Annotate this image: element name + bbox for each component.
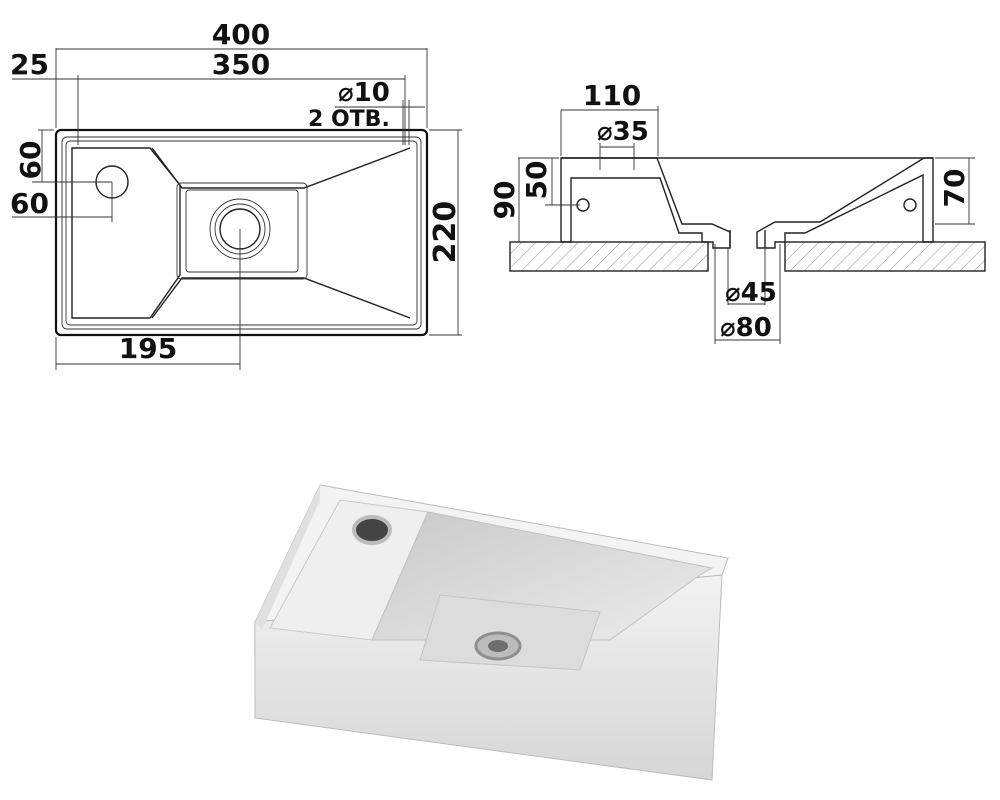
dim-70: 70	[938, 169, 971, 208]
dim-50: 50	[520, 161, 553, 200]
dim-350: 350	[212, 48, 270, 81]
top-view: 400 350 25 ⌀10 2 ОТВ. 60 60 220 195	[10, 18, 463, 370]
sink-wall-right	[756, 157, 934, 249]
dim-80: ⌀80	[720, 313, 772, 343]
countertop-right	[784, 241, 986, 272]
dim-220: 220	[428, 201, 463, 264]
dim-400: 400	[212, 18, 270, 51]
dim-60-top: 60	[14, 141, 47, 180]
countertop-left	[509, 241, 709, 272]
dim-25: 25	[10, 48, 49, 81]
sink-wall-left	[560, 157, 731, 249]
dim-60-side: 60	[10, 187, 49, 220]
dim-hole-count: 2 ОТВ.	[308, 107, 390, 132]
tap-deck	[71, 147, 181, 319]
section-view: 110 ⌀35 90 50 70 ⌀45 ⌀80	[488, 79, 986, 344]
dim-45: ⌀45	[725, 278, 777, 308]
bowl-floor	[176, 182, 308, 280]
dim-195: 195	[119, 332, 177, 365]
sink-outline	[54, 128, 429, 337]
dim-hole-diameter: ⌀10	[338, 78, 390, 108]
dim-110: 110	[583, 79, 641, 112]
sink-3d-render	[254, 484, 729, 781]
dim-90: 90	[488, 181, 521, 220]
tap-hole	[352, 515, 392, 545]
dim-35: ⌀35	[597, 117, 649, 147]
overflow-hole-right	[903, 198, 917, 212]
